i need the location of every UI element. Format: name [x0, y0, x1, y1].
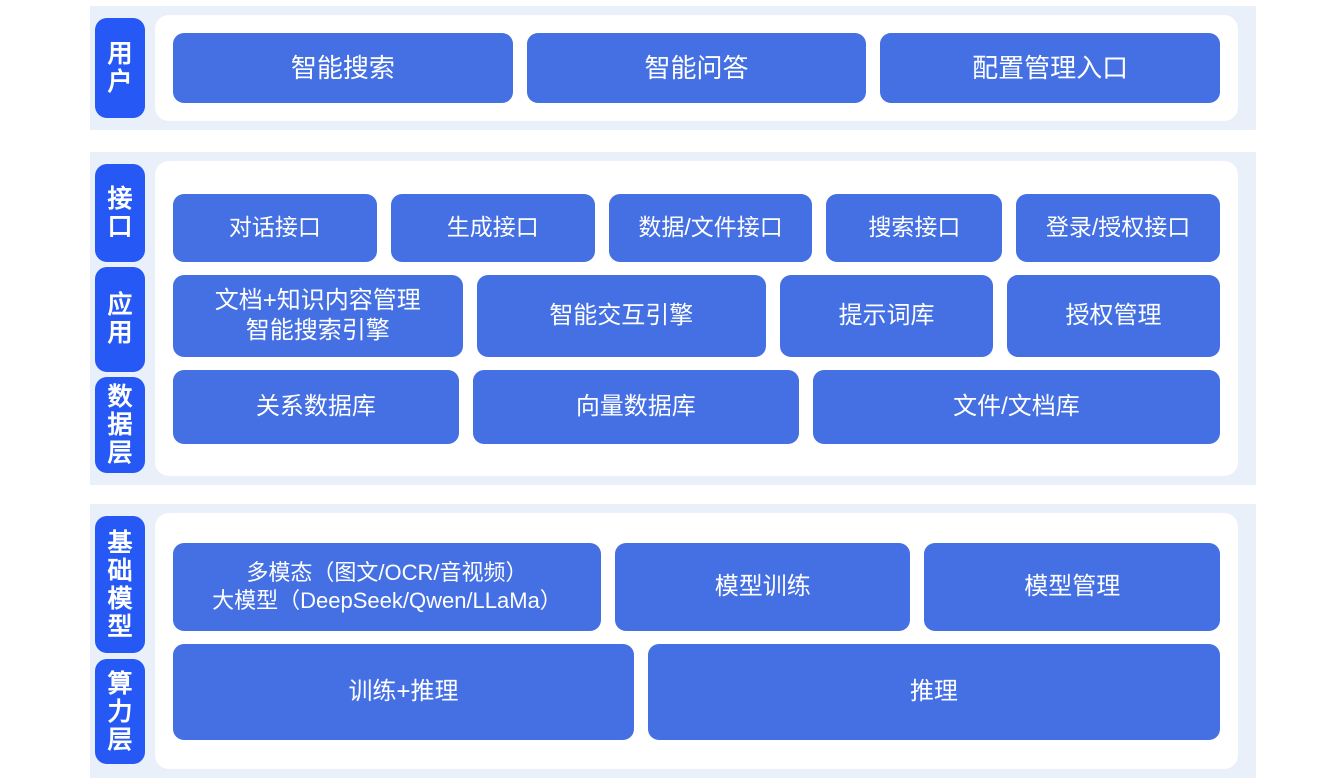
layer-label-user-text: 用户 [107, 40, 133, 96]
card-smart-interaction-engine[interactable]: 智能交互引擎 [476, 274, 767, 357]
layer-label-rail-infrastructure: 基础模型 算力层 [90, 504, 148, 778]
layer-label-compute-text: 算力层 [107, 669, 133, 754]
layer-label-base-model: 基础模型 [95, 516, 145, 653]
panel-infrastructure: 多模态（图文/OCR/音视频） 大模型（DeepSeek/Qwen/LLaMa）… [155, 513, 1238, 769]
compute-row: 训练+推理 推理 [173, 643, 1220, 740]
interface-row: 对话接口 生成接口 数据/文件接口 搜索接口 登录/授权接口 [173, 193, 1220, 262]
application-row: 文档+知识内容管理 智能搜索引擎 智能交互引擎 提示词库 授权管理 [173, 274, 1220, 357]
layer-label-application-text: 应用 [107, 291, 133, 348]
user-row: 智能搜索 智能问答 配置管理入口 [173, 33, 1221, 103]
card-model-training[interactable]: 模型训练 [614, 542, 911, 631]
layer-label-base-model-text: 基础模型 [107, 528, 133, 641]
layer-label-data: 数据层 [95, 376, 145, 473]
card-relational-database[interactable]: 关系数据库 [173, 369, 459, 444]
card-vector-database[interactable]: 向量数据库 [472, 369, 799, 444]
layer-label-user: 用户 [95, 18, 145, 118]
card-inference[interactable]: 推理 [647, 643, 1220, 740]
card-search-api[interactable]: 搜索接口 [826, 193, 1003, 262]
card-smart-search[interactable]: 智能搜索 [173, 33, 513, 103]
layer-label-rail-platform: 接口 应用 数据层 [90, 152, 148, 485]
panel-platform: 对话接口 生成接口 数据/文件接口 搜索接口 登录/授权接口 文档+知识内容管理… [155, 161, 1238, 476]
card-file-document-store[interactable]: 文件/文档库 [812, 369, 1220, 444]
card-authorization-management[interactable]: 授权管理 [1007, 274, 1220, 357]
layer-label-interface-text: 接口 [107, 185, 133, 242]
card-doc-knowledge-management[interactable]: 文档+知识内容管理 智能搜索引擎 [173, 274, 463, 357]
card-dialog-api[interactable]: 对话接口 [173, 193, 377, 262]
layer-label-compute: 算力层 [95, 659, 145, 764]
panel-user: 智能搜索 智能问答 配置管理入口 [155, 15, 1238, 121]
card-model-management[interactable]: 模型管理 [924, 542, 1220, 631]
card-config-management-entry[interactable]: 配置管理入口 [880, 33, 1221, 103]
data-row: 关系数据库 向量数据库 文件/文档库 [173, 369, 1220, 444]
layer-label-application: 应用 [95, 267, 145, 372]
layer-label-data-text: 数据层 [107, 382, 133, 467]
section-platform: 接口 应用 数据层 对话接口 生成接口 数据/文件接口 搜索接口 登录/授权接口… [90, 152, 1256, 485]
card-prompt-library[interactable]: 提示词库 [780, 274, 994, 357]
card-generation-api[interactable]: 生成接口 [390, 193, 595, 262]
model-row: 多模态（图文/OCR/音视频） 大模型（DeepSeek/Qwen/LLaMa）… [173, 542, 1220, 631]
card-multimodal-large-model[interactable]: 多模态（图文/OCR/音视频） 大模型（DeepSeek/Qwen/LLaMa） [173, 542, 601, 631]
layer-label-rail-user: 用户 [90, 6, 148, 130]
card-login-auth-api[interactable]: 登录/授权接口 [1016, 193, 1220, 262]
card-smart-qa[interactable]: 智能问答 [526, 33, 867, 103]
section-user: 用户 智能搜索 智能问答 配置管理入口 [90, 6, 1256, 130]
section-infrastructure: 基础模型 算力层 多模态（图文/OCR/音视频） 大模型（DeepSeek/Qw… [90, 504, 1256, 778]
layer-label-interface: 接口 [95, 164, 145, 263]
card-data-file-api[interactable]: 数据/文件接口 [608, 193, 813, 262]
card-training-plus-inference[interactable]: 训练+推理 [173, 643, 634, 740]
